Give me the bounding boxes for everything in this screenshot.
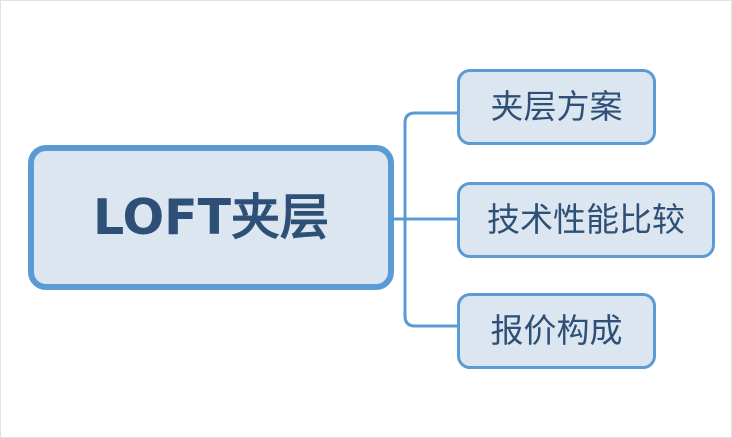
root-node-label: LOFT夹层 bbox=[92, 188, 330, 246]
child-node-label: 夹层方案 bbox=[490, 86, 623, 126]
child-node-label: 报价构成 bbox=[490, 310, 623, 350]
child-node-mezzanine-plan[interactable]: 夹层方案 bbox=[457, 69, 656, 145]
child-node-technical-performance-comparison[interactable]: 技术性能比较 bbox=[457, 182, 715, 258]
connector-branch-2 bbox=[403, 219, 457, 328]
child-node-quotation-composition[interactable]: 报价构成 bbox=[457, 293, 656, 369]
root-node-loft-mezzanine[interactable]: LOFT夹层 bbox=[28, 145, 394, 290]
child-node-label: 技术性能比较 bbox=[487, 199, 685, 239]
connector-branch-0 bbox=[403, 111, 457, 219]
